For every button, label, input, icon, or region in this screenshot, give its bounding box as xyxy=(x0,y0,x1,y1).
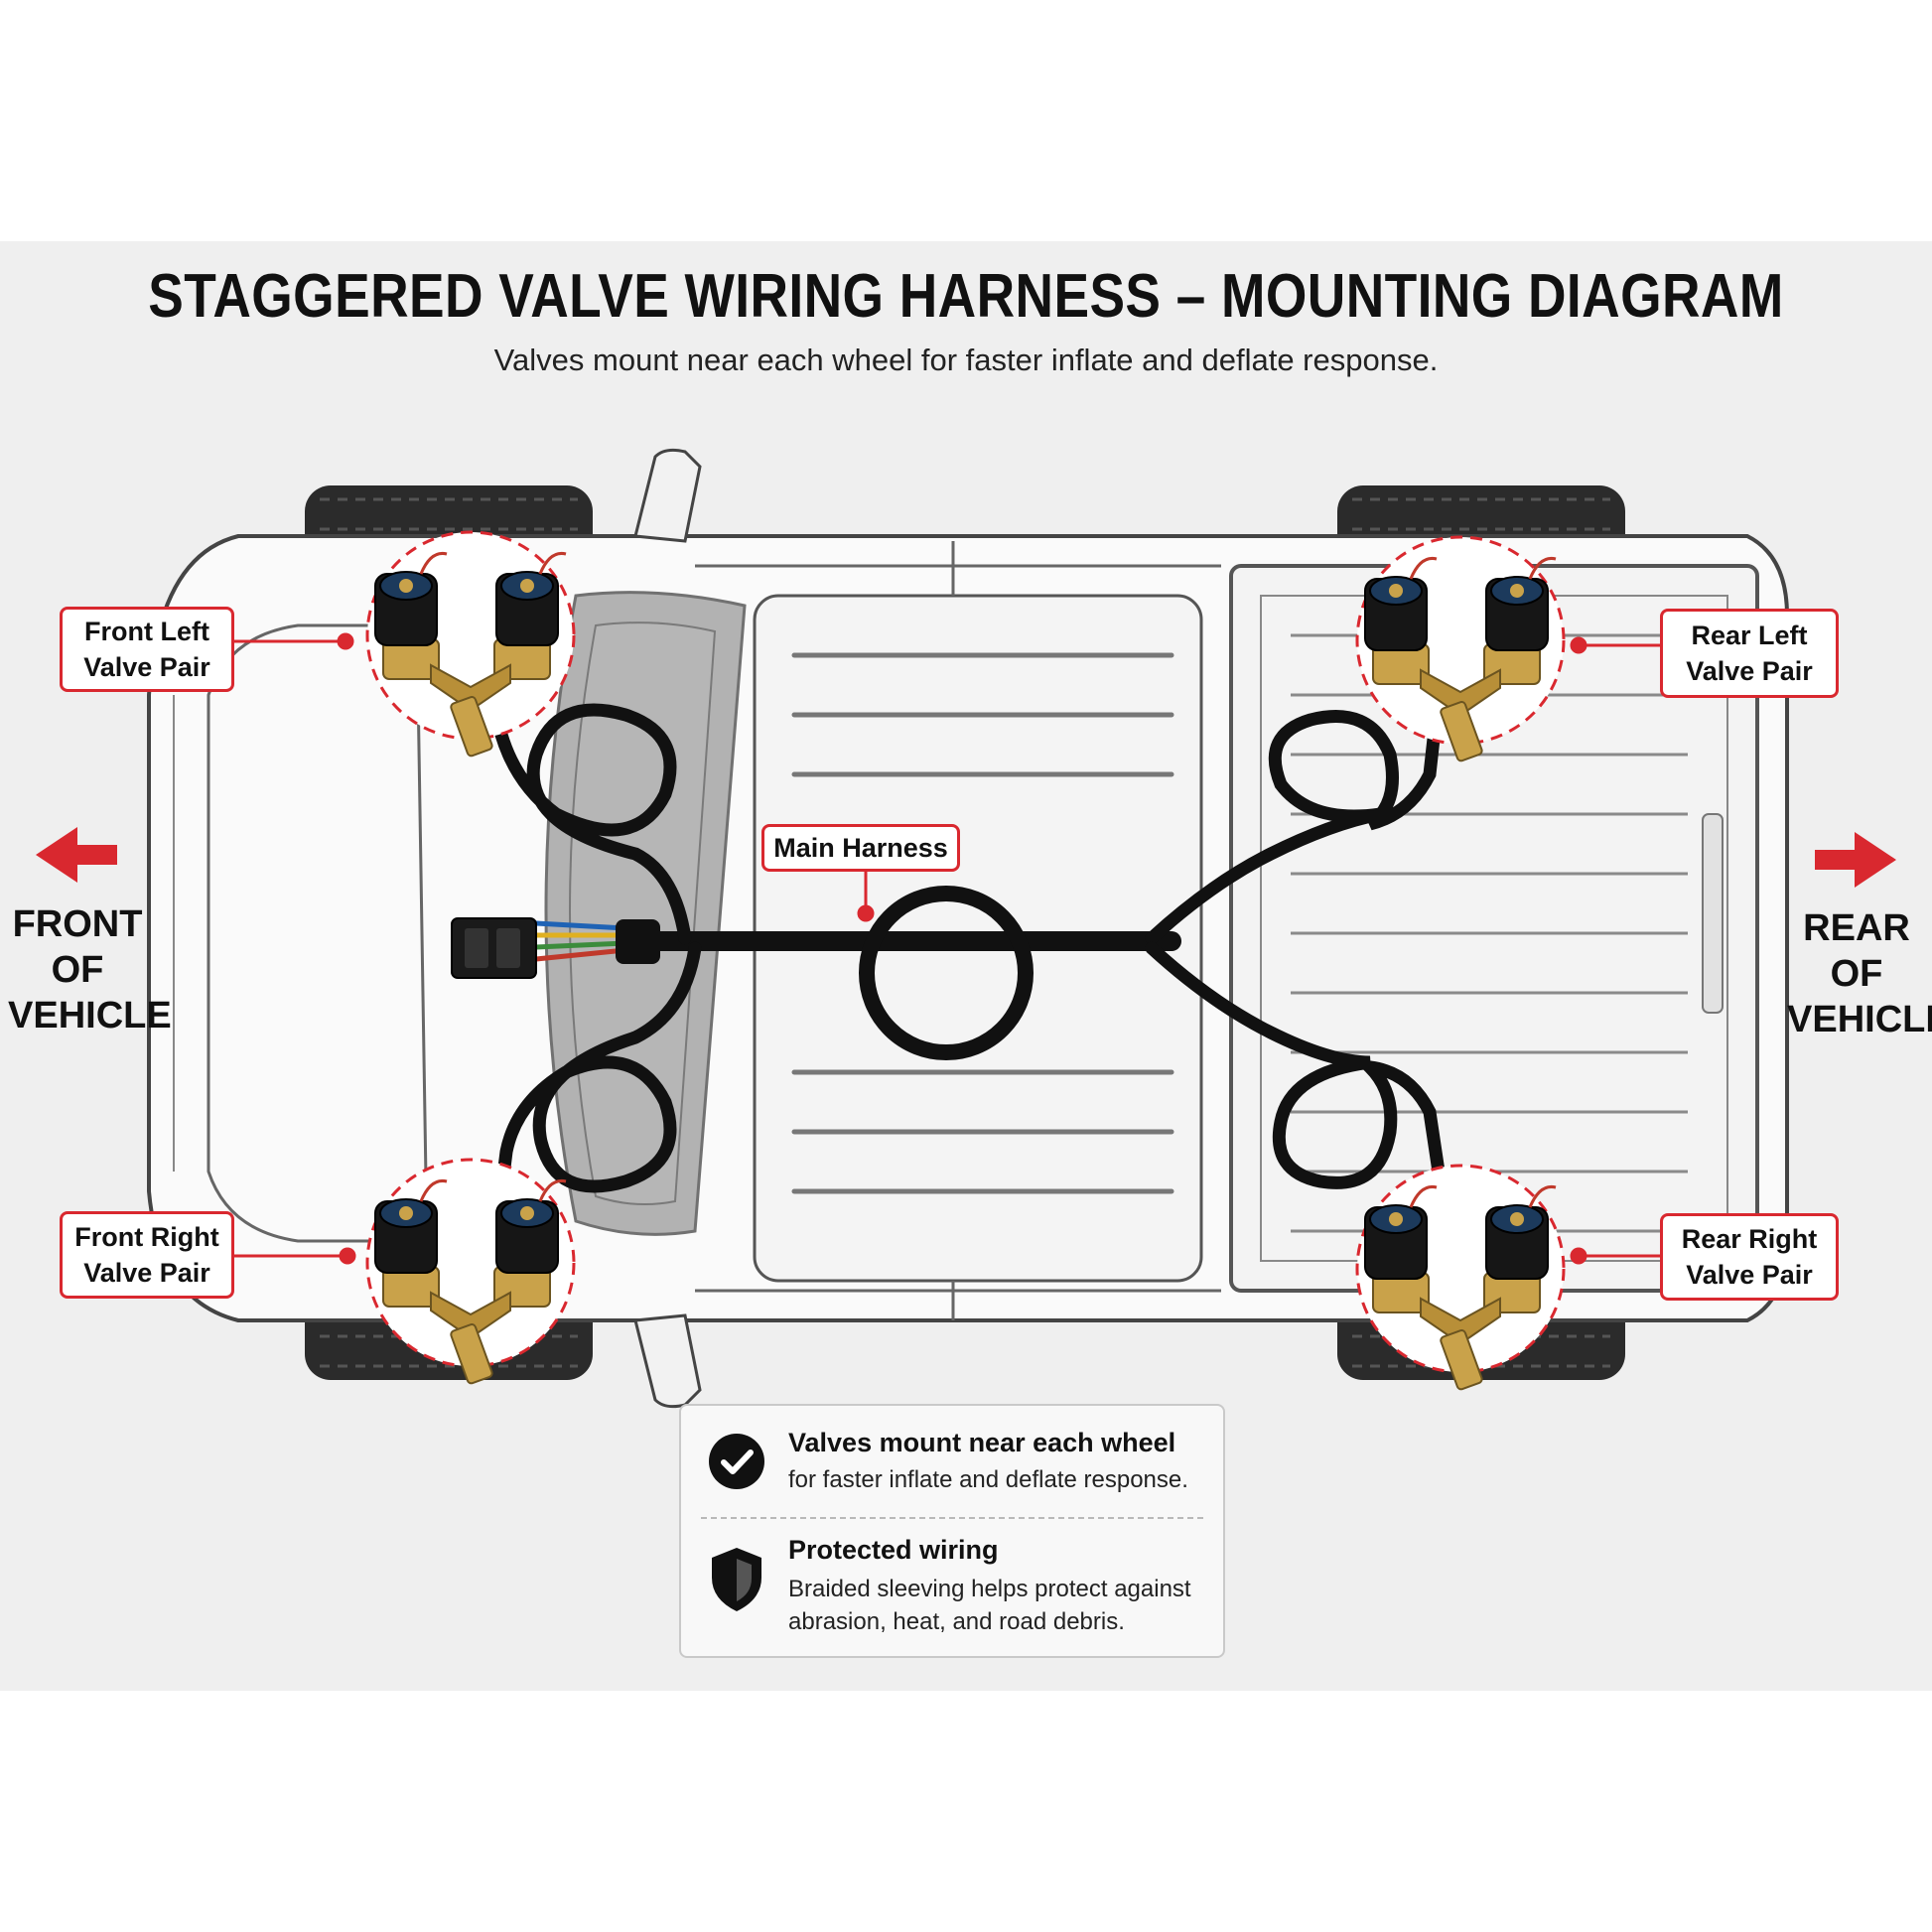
info-text-wiring-line2: abrasion, heat, and road debris. xyxy=(788,1608,1125,1635)
callout-main-harness: Main Harness xyxy=(761,824,960,872)
valve-detail-front-left xyxy=(365,530,576,759)
info-text-wiring: Braided sleeving helps protect against a… xyxy=(788,1573,1191,1638)
callout-rear-left-line2: Valve Pair xyxy=(1686,656,1813,686)
callout-front-left-line1: Front Left xyxy=(84,617,209,646)
info-box: Valves mount near each wheel for faster … xyxy=(679,1404,1225,1658)
callout-front-right-line1: Front Right xyxy=(74,1222,219,1252)
front-label-line3: VEHICLE xyxy=(8,995,172,1036)
rear-of-vehicle-label: REAR OF VEHICLE xyxy=(1787,905,1932,1042)
arrow-left-icon xyxy=(36,827,117,883)
callout-rear-right-line2: Valve Pair xyxy=(1686,1260,1813,1290)
front-label-line1: FRONT xyxy=(12,903,143,945)
valve-detail-rear-right xyxy=(1355,1164,1566,1392)
valve-detail-rear-left xyxy=(1355,535,1566,763)
harness-connector xyxy=(451,917,660,979)
rear-label-line2: OF xyxy=(1830,953,1883,995)
rear-label-line1: REAR xyxy=(1803,907,1910,949)
callout-leaders xyxy=(232,632,1660,1265)
info-heading-wiring: Protected wiring xyxy=(788,1535,999,1565)
info-divider xyxy=(701,1517,1203,1519)
arrow-right-icon xyxy=(1815,832,1896,888)
callout-front-right-line2: Valve Pair xyxy=(83,1258,210,1288)
info-text-valves: for faster inflate and deflate response. xyxy=(788,1466,1188,1493)
valve-detail-front-right xyxy=(365,1158,576,1386)
callout-front-left-line2: Valve Pair xyxy=(83,652,210,682)
callout-main-harness-label: Main Harness xyxy=(773,833,948,863)
rear-label-line3: VEHICLE xyxy=(1787,999,1932,1040)
callout-rear-right-line1: Rear Right xyxy=(1681,1224,1818,1254)
info-text-wiring-line1: Braided sleeving helps protect against xyxy=(788,1576,1191,1602)
main-harness-cable xyxy=(461,600,1451,1238)
front-label-line2: OF xyxy=(51,949,104,991)
info-heading-valves: Valves mount near each wheel xyxy=(788,1428,1176,1457)
callout-rear-left-line1: Rear Left xyxy=(1691,621,1808,650)
page-subtitle: Valves mount near each wheel for faster … xyxy=(493,343,1439,377)
front-of-vehicle-label: FRONT OF VEHICLE xyxy=(8,901,172,1038)
shield-icon xyxy=(712,1548,761,1611)
checkmark-icon xyxy=(709,1434,764,1489)
page-title: STAGGERED VALVE WIRING HARNESS – MOUNTIN… xyxy=(148,262,1784,331)
